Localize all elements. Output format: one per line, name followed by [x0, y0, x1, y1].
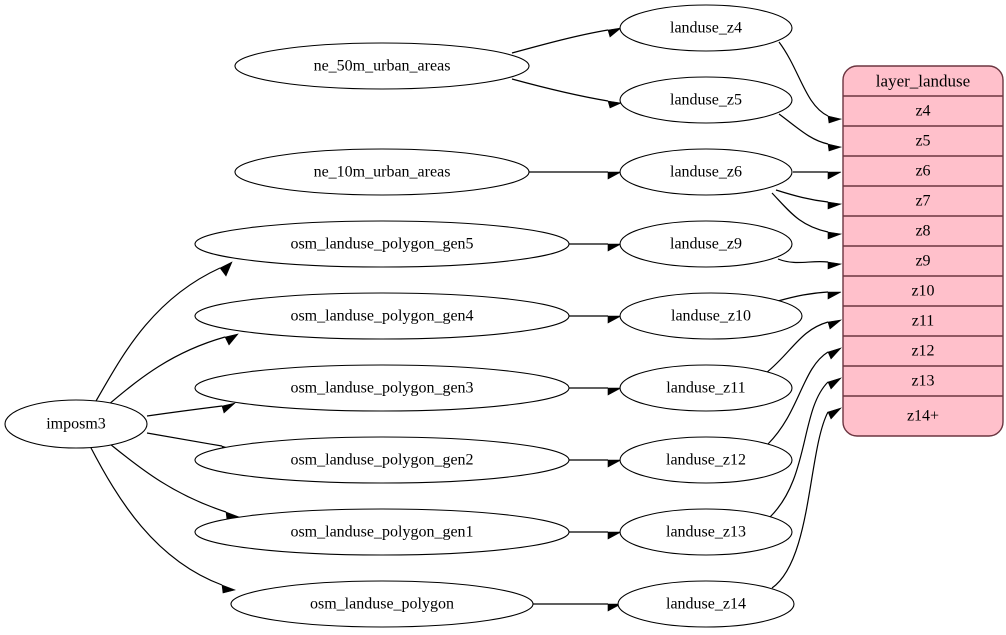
arrowhead-landuse-z9-to-row-z9 — [827, 261, 843, 270]
edge-landuse-z6-to-row-z7 — [775, 189, 829, 203]
arrowhead-imposm3-to-osm-landuse-polygon — [221, 584, 236, 594]
node-ne-10m-urban-areas-label: ne_10m_urban_areas — [314, 164, 451, 181]
node-ne-50m-urban-areas-label: ne_50m_urban_areas — [314, 58, 451, 75]
arrowhead-landuse-z11-to-row-z11 — [827, 319, 843, 330]
node-landuse-z12[interactable]: landuse_z12 — [619, 436, 793, 484]
node-landuse-z4[interactable]: landuse_z4 — [619, 4, 793, 52]
node-landuse-z5-label: landuse_z5 — [670, 92, 742, 109]
edge-group-stage2-to-table — [765, 41, 843, 589]
node-ne-10m-urban-areas[interactable]: ne_10m_urban_areas — [234, 148, 530, 196]
edge-ne50m-to-landuse-z4 — [511, 29, 609, 54]
table-row-z13[interactable]: z13 — [911, 373, 934, 390]
node-landuse-z11-label: landuse_z11 — [666, 380, 745, 397]
arrowhead-imposm3-to-gen4 — [224, 333, 239, 346]
edge-imposm3-to-gen1 — [109, 443, 227, 513]
edge-landuse-z13-to-row-z13 — [769, 381, 829, 518]
arrowhead-imposm3-to-gen3 — [221, 402, 237, 414]
arrowhead-landuse-z6-to-row-z7 — [827, 201, 843, 210]
arrowhead-gen1-to-landuse-z13 — [607, 531, 622, 540]
arrowhead-gen5-to-landuse-z9 — [607, 243, 622, 252]
node-osm-landuse-polygon-gen1-label: osm_landuse_polygon_gen1 — [290, 524, 473, 541]
node-landuse-z14[interactable]: landuse_z14 — [617, 580, 795, 628]
node-osm-landuse-polygon-gen5[interactable]: osm_landuse_polygon_gen5 — [194, 220, 570, 268]
node-landuse-z12-label: landuse_z12 — [666, 452, 746, 469]
arrowhead-ne10m-to-landuse-z6 — [607, 171, 622, 180]
node-osm-landuse-polygon[interactable]: osm_landuse_polygon — [230, 580, 534, 628]
edge-imposm3-to-gen4 — [107, 336, 226, 406]
edge-landuse-z5-to-row-z5 — [778, 113, 829, 145]
edge-landuse-z4-to-row-z4 — [778, 41, 829, 117]
table-header-label: layer_landuse — [876, 72, 970, 91]
arrowhead-landuse-z13-to-row-z13 — [827, 377, 842, 390]
arrowhead-landuse-z4-to-row-z4 — [827, 115, 843, 124]
arrowhead-landuse-z5-to-row-z5 — [827, 143, 843, 152]
node-landuse-z13[interactable]: landuse_z13 — [619, 508, 793, 556]
arrowhead-ne50m-to-landuse-z4 — [607, 27, 623, 38]
node-osm-landuse-polygon-gen5-label: osm_landuse_polygon_gen5 — [290, 236, 473, 253]
node-landuse-z6-label: landuse_z6 — [670, 164, 742, 181]
node-osm-landuse-polygon-gen3[interactable]: osm_landuse_polygon_gen3 — [194, 364, 570, 412]
arrowhead-landuse-z6-to-row-z6 — [827, 171, 842, 180]
arrowhead-gen3-to-landuse-z11 — [607, 387, 622, 396]
table-row-z5[interactable]: z5 — [915, 133, 930, 150]
node-landuse-z13-label: landuse_z13 — [666, 524, 746, 541]
edge-landuse-z9-to-row-z9 — [777, 258, 829, 264]
edge-imposm3-to-gen5 — [95, 267, 221, 402]
edge-landuse-z11-to-row-z11 — [765, 321, 829, 374]
table-row-z6[interactable]: z6 — [915, 163, 930, 180]
node-landuse-z5[interactable]: landuse_z5 — [619, 76, 793, 124]
node-landuse-z10[interactable]: landuse_z10 — [619, 292, 803, 340]
table-row-z7[interactable]: z7 — [915, 193, 930, 210]
edge-landuse-z10-to-row-z10 — [777, 291, 829, 302]
table-row-z14plus[interactable]: z14+ — [907, 408, 939, 425]
arrowhead-ne50m-to-landuse-z5 — [607, 100, 623, 109]
edge-landuse-z14-to-row-z14plus — [771, 411, 829, 589]
table-row-z10[interactable]: z10 — [911, 283, 934, 300]
edge-ne50m-to-landuse-z5 — [511, 78, 609, 102]
node-osm-landuse-polygon-gen2[interactable]: osm_landuse_polygon_gen2 — [194, 436, 570, 484]
node-imposm3[interactable]: imposm3 — [4, 399, 148, 449]
node-landuse-z9-label: landuse_z9 — [670, 236, 742, 253]
node-osm-landuse-polygon-gen4-label: osm_landuse_polygon_gen4 — [290, 308, 473, 325]
table-row-z11[interactable]: z11 — [912, 313, 935, 330]
node-osm-landuse-polygon-label: osm_landuse_polygon — [310, 596, 454, 613]
arrowhead-landuse-z12-to-row-z12 — [827, 347, 842, 360]
table-row-z12[interactable]: z12 — [911, 343, 934, 360]
node-landuse-z4-label: landuse_z4 — [670, 20, 742, 37]
node-landuse-z14-label: landuse_z14 — [666, 596, 746, 613]
edge-landuse-z6-to-row-z8 — [771, 192, 829, 233]
table-row-z4[interactable]: z4 — [915, 103, 930, 120]
node-osm-landuse-polygon-gen1[interactable]: osm_landuse_polygon_gen1 — [194, 508, 570, 556]
node-ne-50m-urban-areas[interactable]: ne_50m_urban_areas — [234, 42, 530, 90]
node-landuse-z10-label: landuse_z10 — [671, 308, 751, 325]
edge-landuse-z12-to-row-z12 — [767, 351, 829, 445]
arrowhead-gen2-to-landuse-z12 — [607, 459, 622, 468]
node-landuse-z9[interactable]: landuse_z9 — [619, 220, 793, 268]
node-imposm3-label: imposm3 — [46, 416, 106, 433]
node-osm-landuse-polygon-gen4[interactable]: osm_landuse_polygon_gen4 — [194, 292, 570, 340]
edge-imposm3-to-gen2 — [146, 432, 223, 447]
table-row-z8[interactable]: z8 — [915, 223, 930, 240]
arrowhead-landuse-z10-to-row-z10 — [827, 291, 842, 300]
arrowhead-landuse-z14-to-row-z14plus — [827, 407, 842, 420]
node-landuse-z11[interactable]: landuse_z11 — [619, 364, 793, 412]
table-layer-landuse[interactable]: layer_landuse z4 z5 z6 z7 z8 z9 z10 z11 … — [842, 65, 1004, 437]
arrowhead-landuse-z6-to-row-z8 — [827, 231, 843, 240]
arrowhead-imposm3-to-gen5 — [219, 261, 233, 277]
arrowhead-gen4-to-landuse-z10 — [607, 315, 622, 324]
node-landuse-z6[interactable]: landuse_z6 — [619, 148, 793, 196]
edge-imposm3-to-osm-landuse-polygon — [89, 445, 223, 586]
node-osm-landuse-polygon-gen2-label: osm_landuse_polygon_gen2 — [290, 452, 473, 469]
edge-imposm3-to-gen3 — [146, 405, 223, 417]
table-row-z9[interactable]: z9 — [915, 253, 930, 270]
node-osm-landuse-polygon-gen3-label: osm_landuse_polygon_gen3 — [290, 380, 473, 397]
